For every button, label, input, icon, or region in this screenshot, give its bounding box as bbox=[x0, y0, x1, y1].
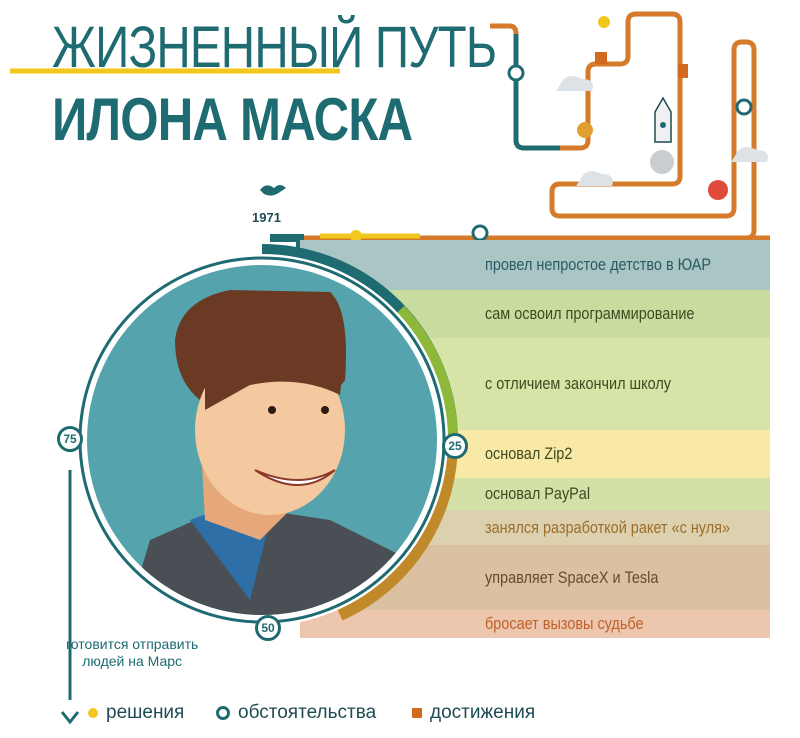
milestone-label: основал Zip2 bbox=[485, 444, 573, 463]
birth-year: 1971 bbox=[252, 210, 281, 225]
legend-achievements: достижения bbox=[412, 702, 535, 724]
age-marker-75: 75 bbox=[57, 426, 83, 452]
milestone-band: бросает вызовы судьбе bbox=[300, 610, 770, 638]
coin-icon bbox=[577, 122, 593, 138]
legend-decisions: решения bbox=[88, 702, 184, 724]
lightbulb-icon bbox=[598, 16, 610, 28]
legend-label: обстоятельства bbox=[238, 702, 377, 723]
future-line-1: готовится отправить bbox=[66, 636, 199, 652]
milestone-label: занялся разработкой ракет «с нуля» bbox=[485, 517, 730, 537]
rocket-icon bbox=[654, 96, 672, 143]
age-marker-25: 25 bbox=[442, 433, 468, 459]
milestone-band: провел непростое детство в ЮАР bbox=[300, 240, 770, 290]
milestone-label: управляет SpaceX и Tesla bbox=[485, 567, 659, 587]
milestone-label: провел непростое детство в ЮАР bbox=[485, 255, 712, 274]
future-line-2: людей на Марс bbox=[82, 653, 183, 669]
decision-dot-icon bbox=[88, 708, 98, 718]
title-line-2: ИЛОНА МАСКА bbox=[52, 86, 413, 153]
cloud-icon bbox=[556, 76, 593, 91]
legend-label: достижения bbox=[430, 702, 536, 723]
legend-circumstances: обстоятельства bbox=[216, 702, 376, 724]
milestone-label: основал PayPal bbox=[485, 484, 591, 503]
milestone-label: сам освоил программирование bbox=[485, 304, 695, 323]
future-text: готовится отправить людей на Марс bbox=[66, 636, 198, 670]
circumstance-ring-icon bbox=[216, 706, 230, 720]
milestone-label: с отличием закончил школу bbox=[485, 374, 672, 393]
stork-icon bbox=[260, 185, 286, 196]
legend-label: решения bbox=[106, 702, 185, 723]
achievement-square-icon bbox=[412, 708, 422, 718]
milestone-label: бросает вызовы судьбе bbox=[485, 614, 644, 633]
age-marker-50: 50 bbox=[255, 615, 281, 641]
mars-icon bbox=[708, 180, 728, 200]
